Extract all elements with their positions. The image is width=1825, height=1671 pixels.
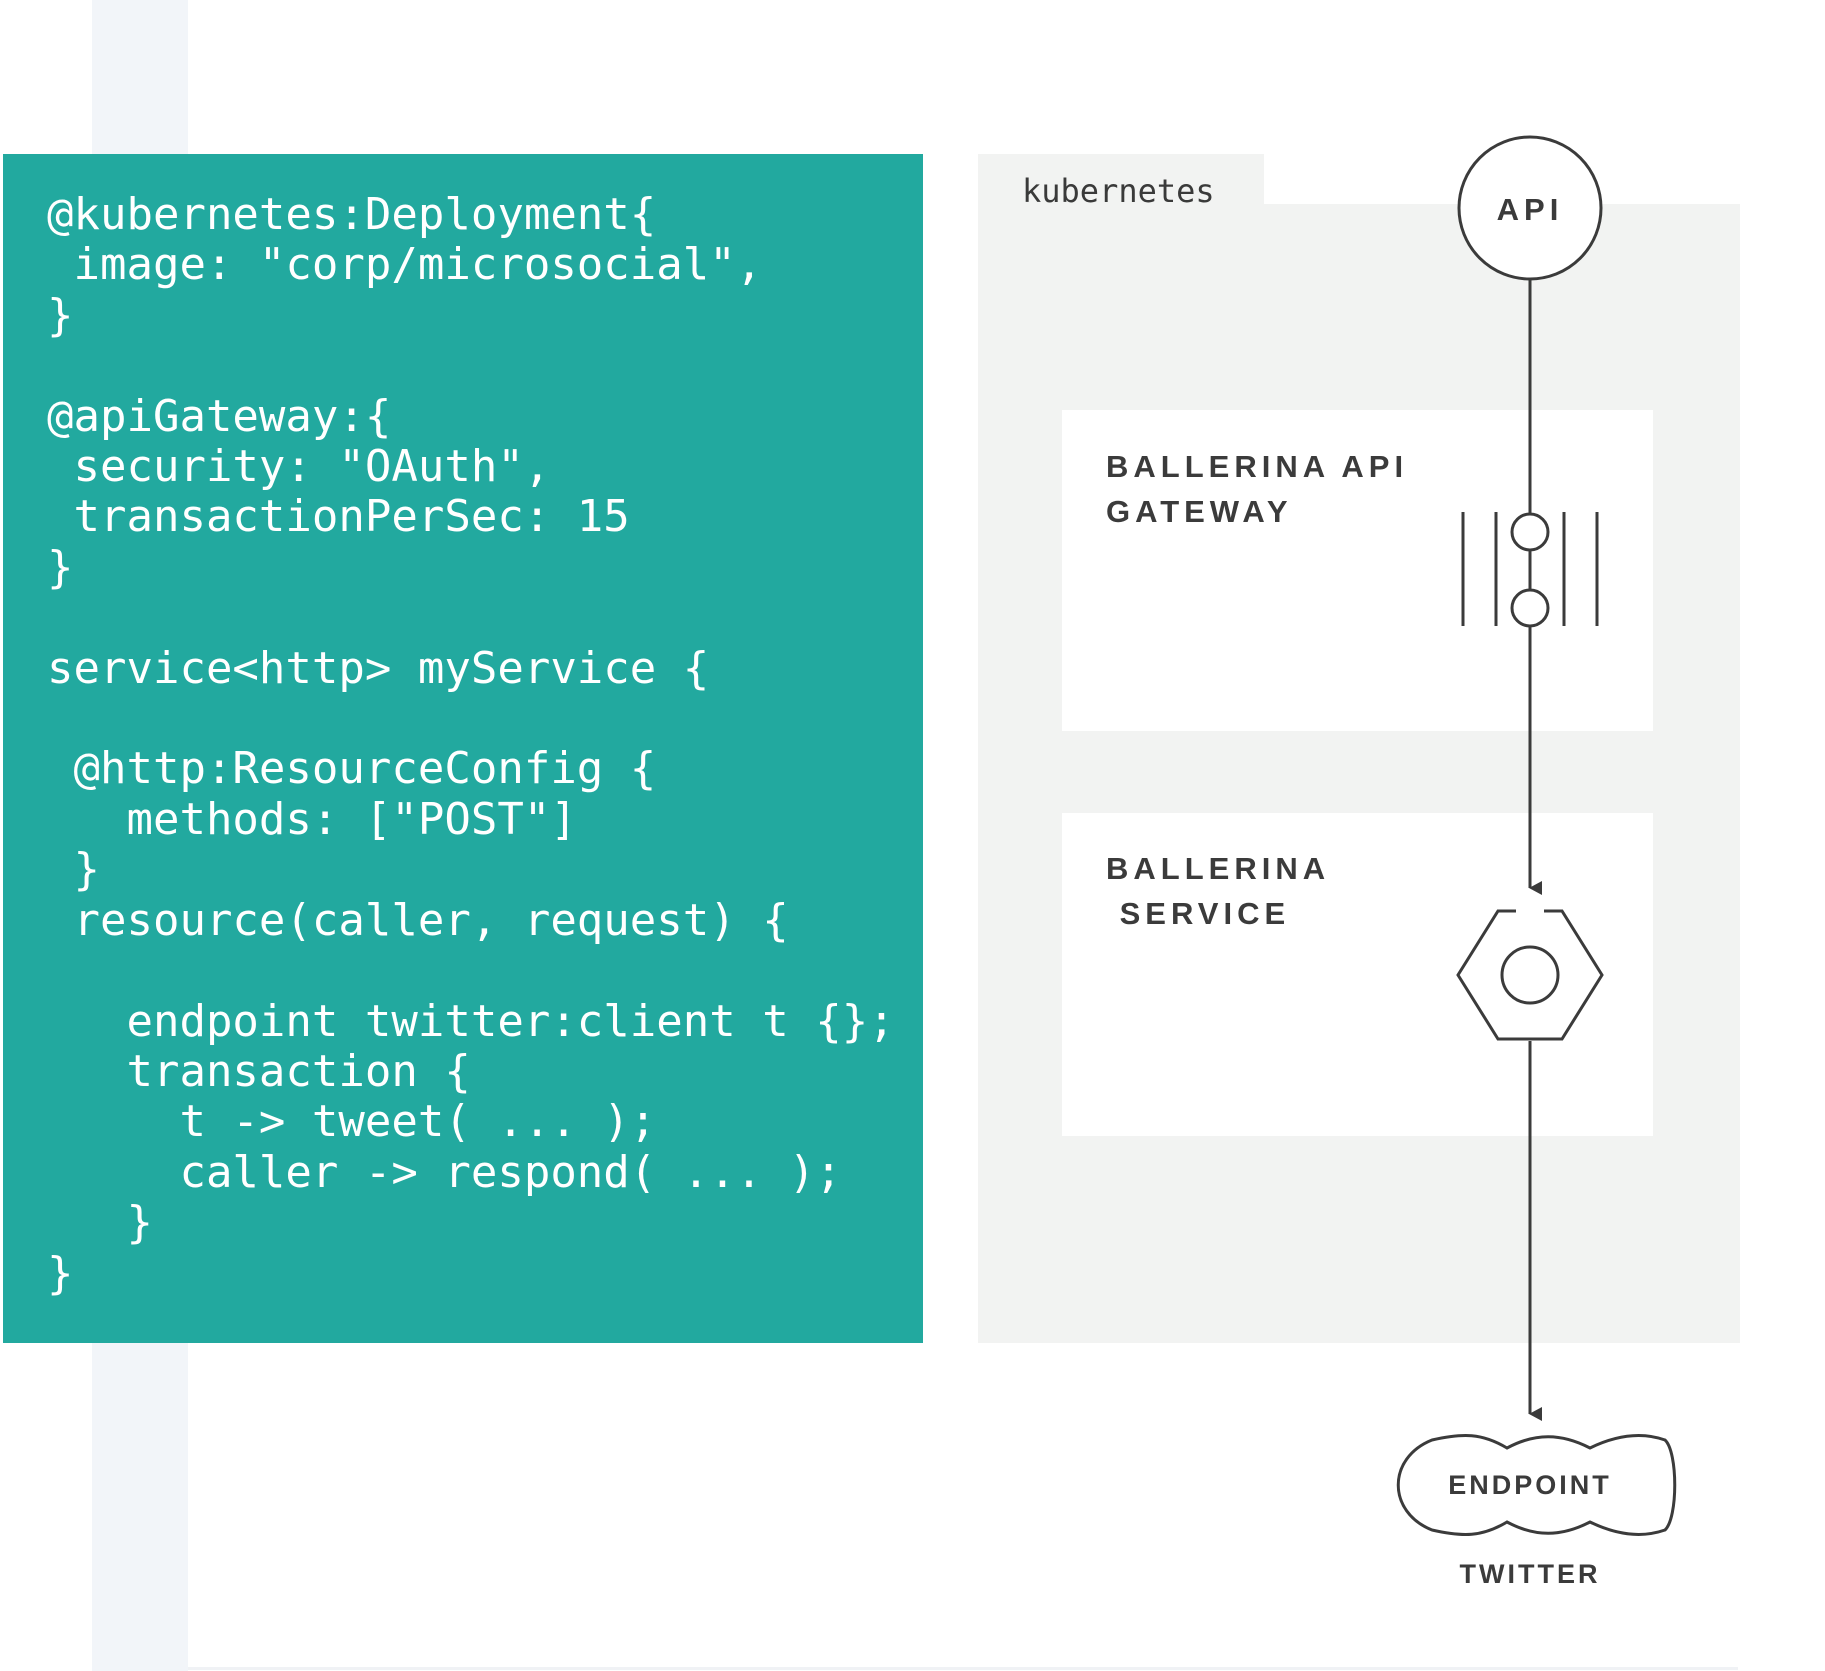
endpoint-cloud-icon [1396, 1434, 1677, 1536]
code-line: @http:ResourceConfig { [47, 743, 657, 795]
code-line: caller -> respond( ... ); [47, 1146, 842, 1198]
api-gateway-label: BALLERINA API GATEWAY [1106, 444, 1408, 534]
code-line: resource(caller, request) { [47, 894, 789, 946]
code-block: @kubernetes:Deployment{ image: "corp/mic… [47, 189, 895, 1299]
kubernetes-label: kubernetes [1022, 172, 1215, 210]
code-line: image: "corp/microsocial", [47, 239, 763, 291]
service-label-line: BALLERINA [1106, 851, 1331, 886]
service-label: BALLERINA SERVICE [1106, 846, 1330, 936]
api-node-label: API [1497, 192, 1564, 227]
code-line: transaction { [47, 1045, 471, 1097]
code-line: } [47, 1247, 74, 1299]
service-hexagon-icon [1456, 909, 1604, 1041]
code-line: @kubernetes:Deployment{ [47, 189, 657, 240]
code-line: t -> tweet( ... ); [47, 1096, 657, 1148]
endpoint-label: ENDPOINT [1448, 1470, 1612, 1500]
api-gateway-label-line: GATEWAY [1106, 494, 1293, 529]
kubernetes-cluster [978, 204, 1740, 1343]
code-line: @apiGateway:{ [47, 390, 392, 442]
code-line: } [47, 844, 100, 896]
code-line: } [47, 1197, 153, 1249]
endpoint-caption: TWITTER [1460, 1559, 1601, 1589]
code-line: methods: ["POST"] [47, 793, 577, 845]
kubernetes-tab [978, 154, 1264, 204]
api-gateway-label-line: BALLERINA API [1106, 449, 1409, 484]
code-line: transactionPerSec: 15 [47, 491, 630, 543]
service-box [1062, 813, 1653, 1136]
service-label-line: SERVICE [1106, 896, 1291, 931]
api-gateway-box [1062, 410, 1653, 731]
bottom-rule [188, 1667, 1738, 1670]
code-line: } [47, 289, 74, 341]
gateway-icon [1461, 512, 1599, 628]
code-line: service<http> myService { [47, 642, 710, 694]
code-line: security: "OAuth", [47, 441, 551, 493]
code-line: endpoint twitter:client t {}; [47, 995, 895, 1047]
code-panel: @kubernetes:Deployment{ image: "corp/mic… [3, 154, 923, 1343]
code-line: } [47, 541, 74, 593]
